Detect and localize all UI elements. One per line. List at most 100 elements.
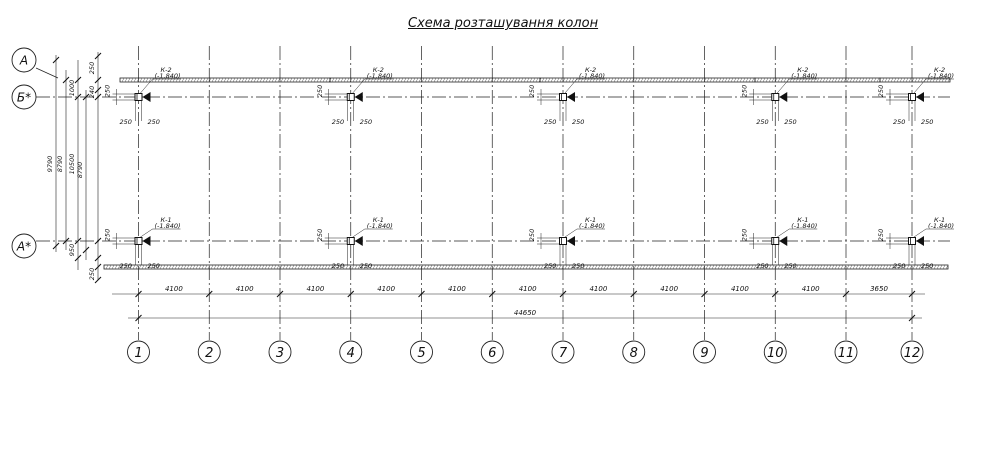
bottom-beam-hatch xyxy=(759,264,763,270)
top-beam-segment-hatch xyxy=(154,77,158,83)
row-axis-label: А* xyxy=(16,240,31,254)
bottom-beam-hatch xyxy=(186,264,190,270)
top-beam-segment-hatch xyxy=(196,77,200,83)
mark-leader xyxy=(777,78,790,94)
column-offset-label: 250 xyxy=(572,118,584,126)
top-beam-segment-hatch xyxy=(532,77,536,83)
top-beam-segment-hatch xyxy=(484,77,488,83)
top-beam-segment-hatch xyxy=(361,77,365,83)
bottom-beam-hatch xyxy=(594,264,598,270)
bottom-beam-hatch xyxy=(435,264,439,270)
column-marker-arrow xyxy=(779,236,788,246)
top-beam-segment-hatch xyxy=(932,77,936,83)
top-beam-segment-hatch xyxy=(421,77,425,83)
bottom-beam-hatch xyxy=(261,264,265,270)
bottom-beam-hatch xyxy=(912,264,916,270)
bottom-beam-hatch xyxy=(201,264,205,270)
bottom-beam-hatch xyxy=(546,264,550,270)
top-beam-segment-hatch xyxy=(586,77,590,83)
top-beam-segment-hatch xyxy=(400,77,404,83)
bottom-beam-hatch xyxy=(159,264,163,270)
top-beam-segment-hatch xyxy=(304,77,308,83)
top-beam-segment-hatch xyxy=(709,77,713,83)
bottom-beam-hatch xyxy=(705,264,709,270)
bottom-beam-hatch xyxy=(804,264,808,270)
bottom-beam-hatch xyxy=(288,264,292,270)
column-level: (-1.840) xyxy=(928,72,954,80)
bottom-beam-hatch xyxy=(240,264,244,270)
column-offset-label: 250 xyxy=(544,262,556,270)
top-beam-segment-hatch xyxy=(688,77,692,83)
bottom-beam-hatch xyxy=(648,264,652,270)
column-section xyxy=(134,93,143,101)
top-beam-segment-hatch xyxy=(810,77,814,83)
dimension-tick xyxy=(488,290,496,298)
bottom-beam-hatch xyxy=(312,264,316,270)
bottom-beam-hatch xyxy=(924,264,928,270)
top-beam-segment-hatch xyxy=(840,77,844,83)
bottom-beam-hatch xyxy=(915,264,919,270)
top-beam-segment-hatch xyxy=(691,77,695,83)
bottom-beam-hatch xyxy=(825,264,829,270)
top-beam-segment-hatch xyxy=(127,77,131,83)
top-beam-segment-hatch xyxy=(367,77,371,83)
column-offset-label: 250 xyxy=(784,118,796,126)
top-beam-segment-hatch xyxy=(739,77,743,83)
bottom-beam-hatch xyxy=(813,264,817,270)
bottom-beam-hatch xyxy=(666,264,670,270)
bottom-beam-hatch xyxy=(486,264,490,270)
column-marker-arrow xyxy=(916,236,924,246)
top-beam-segment-hatch xyxy=(676,77,680,83)
bottom-beam-hatch xyxy=(831,264,835,270)
top-beam-segment-hatch xyxy=(187,77,191,83)
top-beam-segment-hatch xyxy=(589,77,593,83)
top-beam-segment-hatch xyxy=(917,77,921,83)
column-offset-label: 250 xyxy=(120,118,132,126)
bottom-beam-hatch xyxy=(876,264,880,270)
bottom-beam-hatch xyxy=(426,264,430,270)
top-beam-segment-hatch xyxy=(529,77,533,83)
column-offset-label: 250 xyxy=(740,229,748,241)
top-beam-segment-hatch xyxy=(334,77,338,83)
bottom-beam-hatch xyxy=(663,264,667,270)
bottom-beam-hatch xyxy=(204,264,208,270)
bottom-beam-hatch xyxy=(888,264,892,270)
bottom-beam-hatch xyxy=(255,264,259,270)
bottom-beam-hatch xyxy=(225,264,229,270)
top-beam-segment-hatch xyxy=(724,77,728,83)
bottom-beam-hatch xyxy=(153,264,157,270)
top-beam-segment-hatch xyxy=(715,77,719,83)
top-beam-segment-hatch xyxy=(517,77,521,83)
top-beam-segment-hatch xyxy=(289,77,293,83)
top-beam-segment-hatch xyxy=(819,77,823,83)
top-beam-segment-hatch xyxy=(274,77,278,83)
mark-leader xyxy=(352,228,365,238)
bottom-beam-hatch xyxy=(390,264,394,270)
top-beam-segment-hatch xyxy=(858,77,862,83)
bottom-beam-hatch xyxy=(405,264,409,270)
bottom-beam-hatch xyxy=(852,264,856,270)
bottom-beam-hatch xyxy=(522,264,526,270)
bottom-beam-hatch xyxy=(903,264,907,270)
drawing-title: Схема розташування колон xyxy=(408,16,599,31)
bottom-beam-hatch xyxy=(543,264,547,270)
column-offset-label: 250 xyxy=(544,118,556,126)
column-axis-bubble xyxy=(197,340,221,364)
bottom-beam-hatch xyxy=(210,264,214,270)
bottom-beam-hatch xyxy=(471,264,475,270)
bottom-beam-hatch xyxy=(222,264,226,270)
bottom-beam-hatch xyxy=(612,264,616,270)
bottom-beam-hatch xyxy=(138,264,142,270)
column-offset-label: 250 xyxy=(893,118,905,126)
bottom-beam-hatch xyxy=(318,264,322,270)
column-offset-label: 250 xyxy=(784,262,796,270)
top-beam-segment-hatch xyxy=(664,77,668,83)
column-axis-label: 11 xyxy=(838,346,855,361)
top-beam-segment-hatch xyxy=(166,77,170,83)
dimension-tick xyxy=(74,76,82,84)
top-beam-segment-hatch xyxy=(733,77,737,83)
dimension-tick xyxy=(74,254,82,262)
